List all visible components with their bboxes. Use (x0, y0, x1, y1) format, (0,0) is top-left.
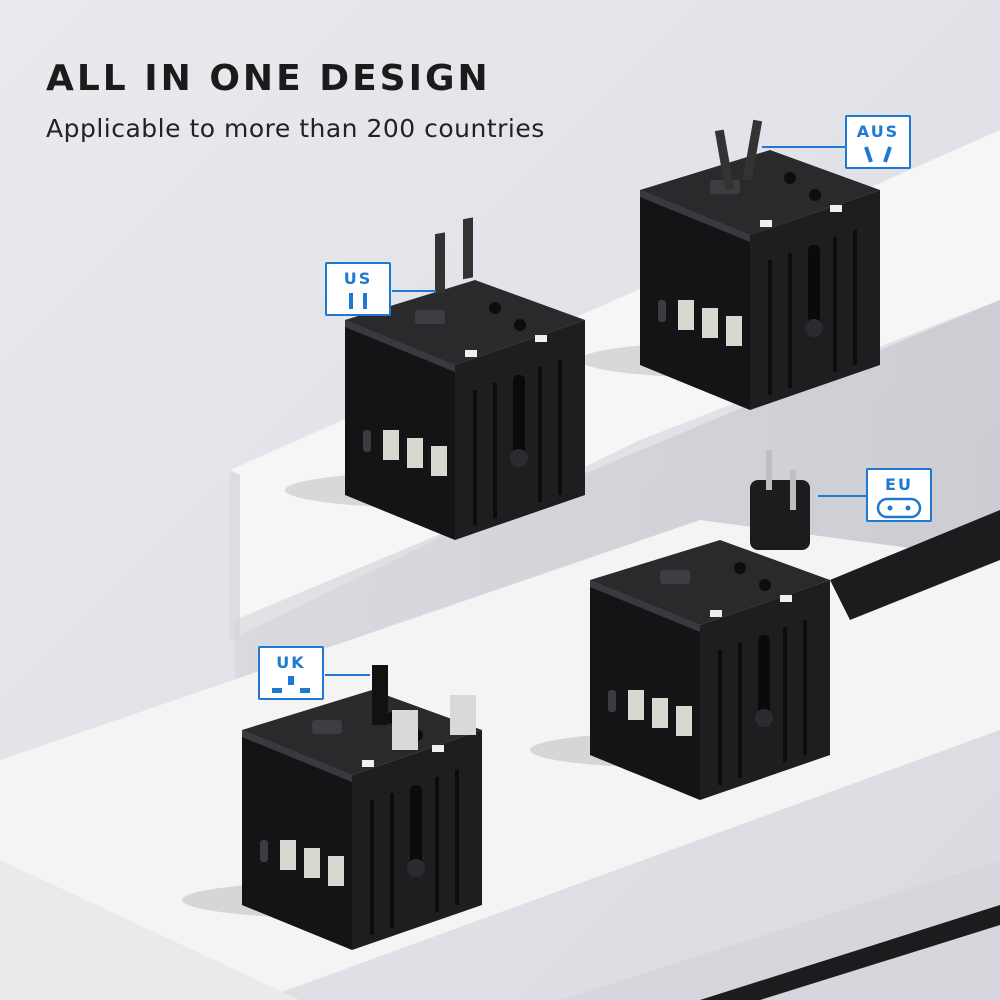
us-socket-icon (349, 293, 367, 309)
page-subtitle: Applicable to more than 200 countries (46, 114, 545, 143)
adapter-uk (180, 665, 484, 952)
adapter-eu (528, 450, 832, 802)
adapter-us (283, 217, 587, 542)
us-label-text: US (343, 269, 373, 288)
aus-socket-icon (864, 146, 892, 163)
eu-socket-icon (876, 497, 922, 519)
adapter-aus (578, 119, 882, 412)
eu-plug-label: EU (866, 468, 932, 522)
uk-plug-label: UK (258, 646, 324, 700)
uk-socket-icon (272, 676, 310, 693)
aus-plug-label: AUS (845, 115, 911, 169)
page-title: ALL IN ONE DESIGN (46, 58, 491, 99)
aus-label-text: AUS (856, 122, 900, 141)
uk-label-text: UK (276, 653, 306, 672)
us-plug-label: US (325, 262, 391, 316)
eu-label-text: EU (885, 475, 913, 494)
